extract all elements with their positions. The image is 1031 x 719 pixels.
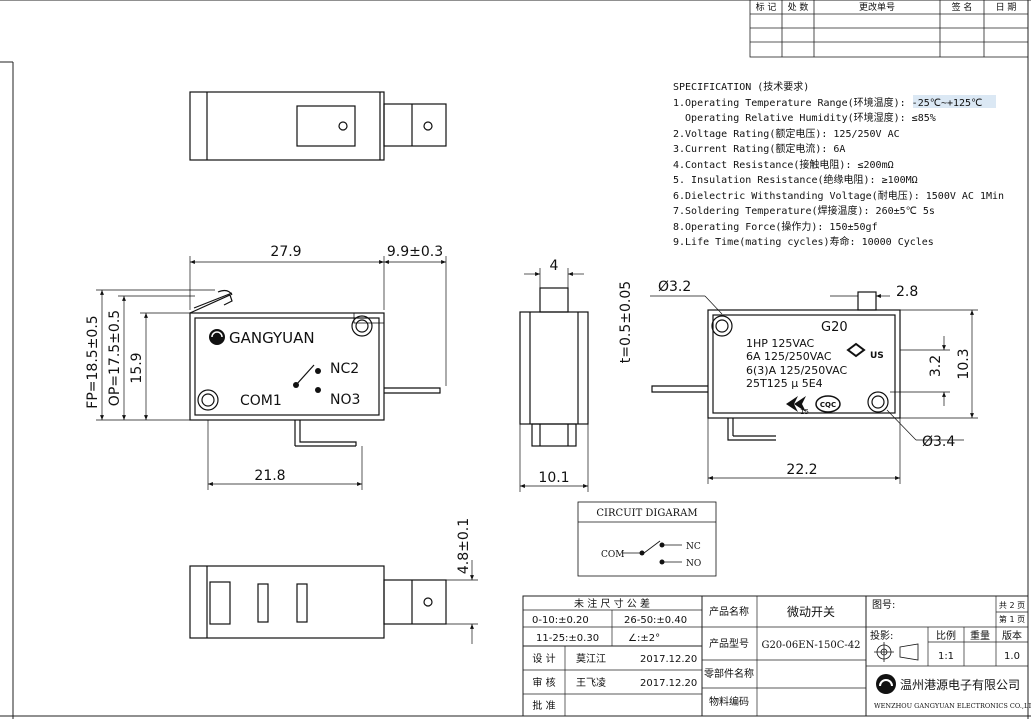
side-dims <box>519 268 589 492</box>
dim-actuator-offset: 2.8 <box>896 284 918 300</box>
product-model-label: 产品型号 <box>709 637 749 650</box>
tolerance-2: 26-50:±0.40 <box>624 615 687 626</box>
scale-value: 1:1 <box>938 651 954 662</box>
dim-lower-hole: Ø3.4 <box>922 434 955 450</box>
tolerance-3: 11-25:±0.30 <box>536 633 599 644</box>
design-label: 设 计 <box>532 652 555 665</box>
spec-title: SPECIFICATION (技术要求) <box>673 80 809 93</box>
top-view <box>189 91 447 161</box>
part-name-label: 零部件名称 <box>704 667 754 680</box>
tolerance-1: 0-10:±0.20 <box>532 615 589 626</box>
sheet-current: 第 1 页 <box>999 614 1025 624</box>
company-name-cn: 温州港源电子有限公司 <box>900 678 1020 692</box>
version-label: 版本 <box>1002 629 1022 642</box>
dim-operating-position: OP=17.5±0.5 <box>107 310 123 406</box>
bottom-view <box>189 565 447 639</box>
terminal-no-label: NO3 <box>330 392 360 408</box>
back-dims <box>650 294 978 484</box>
dim-hole-spacing: 21.8 <box>254 468 285 484</box>
cqc-mark: CQC <box>820 401 836 409</box>
spec-line-8: 7.Soldering Temperature(焊接温度): 260±5℃ 5s <box>673 204 935 217</box>
drawing-no-label: 图号: <box>872 599 895 611</box>
projection-symbol <box>874 642 919 662</box>
rev-header-count: 处 数 <box>788 1 809 13</box>
specification-block: SPECIFICATION (技术要求) 1.Operating Tempera… <box>673 80 1004 248</box>
rev-header-change-no: 更改单号 <box>859 1 895 13</box>
circuit-com: COM <box>601 550 624 560</box>
back-view-marks <box>786 342 866 413</box>
spec-line-7: 6.Dielectric Withstanding Voltage(耐电压): … <box>673 189 1004 202</box>
dim-back-length: 22.2 <box>786 462 817 478</box>
approve-label: 批 准 <box>532 699 555 712</box>
dim-body-height: 15.9 <box>129 352 145 383</box>
dim-mount-hole: Ø3.2 <box>658 279 691 295</box>
side-view <box>519 287 589 447</box>
back-view <box>651 291 901 441</box>
rating-line-4: 25T125 μ 5E4 <box>746 377 823 390</box>
tolerance-4: ∠:±2° <box>628 633 660 644</box>
review-label: 审 核 <box>532 676 555 689</box>
dim-free-position: FP=18.5±0.5 <box>85 315 101 408</box>
front-dims <box>96 256 447 490</box>
rev-header-mark: 标 记 <box>756 1 777 13</box>
circuit-no: NO <box>686 559 701 569</box>
circuit-title: CIRCUIT DIGARAM <box>596 508 697 519</box>
highlight-temperature <box>913 95 996 108</box>
version-value: 1.0 <box>1004 651 1020 662</box>
spec-line-2: Operating Relative Humidity(环境湿度): ≤85% <box>673 111 936 124</box>
back-model: G20 <box>821 320 848 335</box>
dim-body-width: 10.3 <box>956 348 972 379</box>
dim-actuator-width: 4 <box>550 258 559 274</box>
dim-terminal: 9.9±0.3 <box>387 244 443 260</box>
front-view <box>189 289 441 447</box>
brand-label: GANGYUAN <box>229 329 315 347</box>
material-label: 物料编码 <box>709 695 749 708</box>
design-name: 莫江江 <box>576 653 606 665</box>
dim-hole-offset: 3.2 <box>928 355 944 377</box>
spec-line-5: 4.Contact Resistance(接触电阻): ≤200mΩ <box>673 158 894 171</box>
projection-label: 投影: <box>870 629 893 642</box>
rating-line-2: 6A 125/250VAC <box>746 350 832 363</box>
terminal-nc-label: NC2 <box>330 361 359 377</box>
rating-line-3: 6(3)A 125/250VAC <box>746 364 847 377</box>
revision-table <box>749 0 1029 58</box>
company-name-en: WENZHOU GANGYUAN ELECTRONICS CO.,LTD. <box>874 702 1031 710</box>
weight-label: 重量 <box>970 629 990 642</box>
company-logo <box>876 674 896 694</box>
spec-line-6: 5. Insulation Resistance(绝缘电阻): ≥100MΩ <box>673 173 918 186</box>
spec-line-1: 1.Operating Temperature Range(环境温度): -25… <box>673 96 982 109</box>
enec-mark: 15 <box>800 408 809 416</box>
front-view-logo <box>209 329 321 393</box>
review-date: 2017.12.20 <box>640 678 697 689</box>
spec-line-10: 9.Life Time(mating cycles)寿命: 10000 Cycl… <box>673 235 934 248</box>
rev-header-sign: 签 名 <box>952 1 973 13</box>
dim-terminal-width: 4.8±0.1 <box>456 518 472 574</box>
terminal-com-label: COM1 <box>240 393 282 409</box>
rating-line-1: 1HP 125VAC <box>746 337 815 350</box>
bottom-dims <box>446 560 478 644</box>
title-block <box>522 595 1029 717</box>
design-date: 2017.12.20 <box>640 654 697 665</box>
scale-label: 比例 <box>936 629 956 642</box>
circuit-diagram <box>577 501 717 577</box>
dim-body-thickness: 10.1 <box>538 470 569 486</box>
product-name-label: 产品名称 <box>709 605 749 618</box>
product-model: G20-06EN-150C-42 <box>761 640 860 651</box>
sheets-total: 共 2 页 <box>999 601 1025 610</box>
spec-line-3: 2.Voltage Rating(额定电压): 125/250V AC <box>673 127 900 140</box>
product-name: 微动开关 <box>787 605 835 619</box>
tolerance-title: 未 注 尺 寸 公 差 <box>574 597 650 610</box>
dim-length: 27.9 <box>270 244 301 260</box>
dim-terminal-thickness: t=0.5±0.05 <box>618 281 634 363</box>
spec-line-4: 3.Current Rating(额定电流): 6A <box>673 142 845 155</box>
rev-header-date: 日 期 <box>996 2 1017 13</box>
review-name: 王飞凌 <box>576 676 606 689</box>
spec-line-9: 8.Operating Force(操作力): 150±50gf <box>673 220 878 233</box>
circuit-nc: NC <box>686 542 701 552</box>
ul-mark: US <box>870 351 884 361</box>
